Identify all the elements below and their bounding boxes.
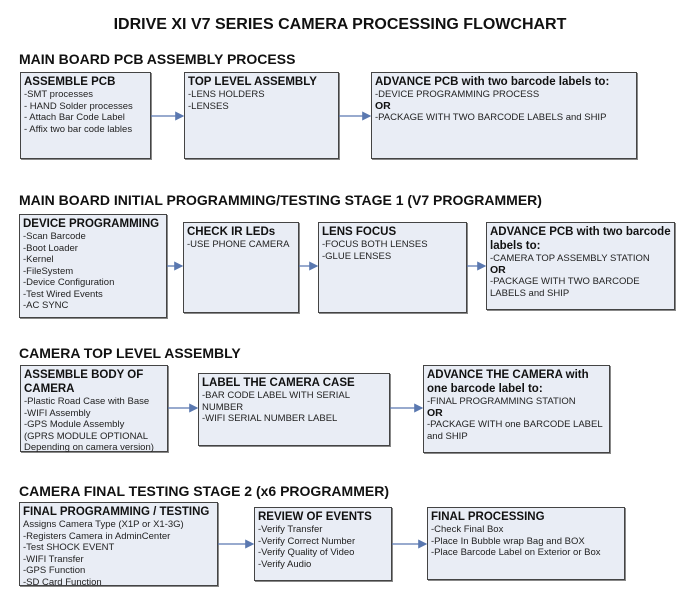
box-line: - HAND Solder processes	[24, 100, 133, 112]
box-title: ASSEMBLE PCB	[24, 76, 116, 88]
box-line: -PACKAGE WITH one BARCODE LABEL and SHIP	[427, 419, 603, 442]
box-title: FINAL PROCESSING	[431, 511, 545, 523]
process-box: REVIEW OF EVENTS-Verify Transfer-Verify …	[254, 507, 392, 581]
box-line: -SMT processes	[24, 89, 93, 100]
process-box: DEVICE PROGRAMMING-Scan Barcode-Boot Loa…	[19, 214, 167, 318]
box-title: FINAL PROGRAMMING / TESTING	[23, 506, 210, 518]
box-line: - Attach Bar Code Label	[24, 112, 125, 123]
process-box: ASSEMBLE PCB -SMT processes- HAND Solder…	[20, 72, 151, 159]
box-line: -Test Wired Events	[23, 288, 103, 300]
section-heading: CAMERA TOP LEVEL ASSEMBLY	[19, 345, 241, 361]
box-line: -GPS Function	[23, 565, 86, 576]
section-heading: CAMERA FINAL TESTING STAGE 2 (x6 PROGRAM…	[19, 483, 389, 499]
box-line: -Plastic Road Case with Base	[24, 396, 150, 407]
box-line: -PACKAGE WITH TWO BARCODE LABELS and SHI…	[375, 112, 607, 123]
box-line: -FINAL PROGRAMMING STATION	[427, 396, 576, 407]
box-title: REVIEW OF EVENTS	[258, 511, 372, 523]
box-line: -LENSES	[188, 100, 229, 112]
box-line: -Place In Bubble wrap Bag and BOX	[431, 535, 585, 547]
process-box: LENS FOCUS-FOCUS BOTH LENSES-GLUE LENSES	[318, 222, 467, 313]
box-line: -WIFI Assembly	[24, 407, 91, 419]
box-line: -FileSystem	[23, 265, 74, 277]
box-line: -GPS Module Assembly	[24, 419, 125, 430]
box-line: -USE PHONE CAMERA	[187, 239, 290, 250]
box-line: OR	[490, 263, 506, 276]
process-box: TOP LEVEL ASSEMBLY-LENS HOLDERS-LENSES	[184, 72, 339, 159]
box-line: -Verify Quality of Video	[258, 547, 355, 558]
box-line: -FOCUS BOTH LENSES	[322, 239, 428, 250]
box-line: -GLUE LENSES	[322, 250, 392, 262]
box-title: LENS FOCUS	[322, 226, 397, 238]
box-line: -Check Final Box	[431, 524, 504, 535]
box-title: ASSEMBLE BODY OF CAMERA	[24, 369, 144, 395]
box-title: ADVANCE PCB with two barcode labels to:	[375, 76, 610, 88]
box-line: -BAR CODE LABEL WITH SERIAL NUMBER	[202, 390, 350, 413]
box-line: -Verify Correct Number	[258, 535, 356, 547]
box-line: - Affix two bar code lables	[24, 123, 133, 135]
box-line: -AC SYNC	[23, 300, 69, 311]
box-line: -Scan Barcode	[23, 231, 86, 242]
box-title: TOP LEVEL ASSEMBLY	[188, 76, 317, 88]
process-box: CHECK IR LEDs-USE PHONE CAMERA	[183, 222, 299, 313]
box-title: LABEL THE CAMERA CASE	[202, 377, 355, 389]
box-line: -DEVICE PROGRAMMING PROCESS	[375, 89, 540, 100]
box-title: DEVICE PROGRAMMING	[23, 218, 160, 230]
process-box: ADVANCE PCB with two barcode labels to:-…	[486, 222, 675, 310]
section-heading: MAIN BOARD INITIAL PROGRAMMING/TESTING S…	[19, 192, 542, 208]
box-line: -Place Barcode Label on Exterior or Box	[431, 547, 601, 558]
box-title: ADVANCE THE CAMERA with one barcode labe…	[427, 369, 589, 395]
box-line: -LENS HOLDERS	[188, 89, 265, 100]
box-line: -SD Card Function	[23, 576, 102, 588]
box-line: -Registers Camera in AdminCenter	[23, 530, 171, 542]
box-line: Assigns Camera Type (X1P or X1-3G)	[23, 519, 184, 530]
box-line: -Verify Transfer	[258, 524, 323, 535]
box-line: -WIFI Transfer	[23, 553, 84, 565]
process-box: LABEL THE CAMERA CASE-BAR CODE LABEL WIT…	[198, 373, 390, 446]
section-heading: MAIN BOARD PCB ASSEMBLY PROCESS	[19, 51, 296, 67]
page-title: IDRIVE XI V7 SERIES CAMERA PROCESSING FL…	[113, 16, 567, 33]
box-title: ADVANCE PCB with two barcode labels to:	[490, 226, 671, 252]
box-line: -PACKAGE WITH TWO BARCODE LABELS and SHI…	[490, 276, 640, 299]
box-line: -Verify Audio	[258, 558, 312, 570]
box-line: -Kernel	[23, 254, 54, 265]
box-line: -Device Configuration	[23, 277, 115, 288]
box-line: -WIFI SERIAL NUMBER LABEL	[202, 413, 338, 424]
box-line: (GPRS MODULE OPTIONAL Depending on camer…	[24, 430, 154, 454]
process-box: ADVANCE THE CAMERA with one barcode labe…	[423, 365, 610, 453]
process-box: ADVANCE PCB with two barcode labels to:-…	[371, 72, 637, 159]
box-line: OR	[375, 99, 391, 112]
process-box: ASSEMBLE BODY OF CAMERA-Plastic Road Cas…	[20, 365, 168, 454]
box-line: -Test SHOCK EVENT	[23, 542, 115, 553]
process-box: FINAL PROCESSING -Check Final Box-Place …	[427, 507, 625, 580]
box-title: CHECK IR LEDs	[187, 226, 276, 238]
box-line: -CAMERA TOP ASSEMBLY STATION	[490, 253, 650, 264]
box-line: -Boot Loader	[23, 242, 78, 254]
box-line: OR	[427, 406, 443, 419]
